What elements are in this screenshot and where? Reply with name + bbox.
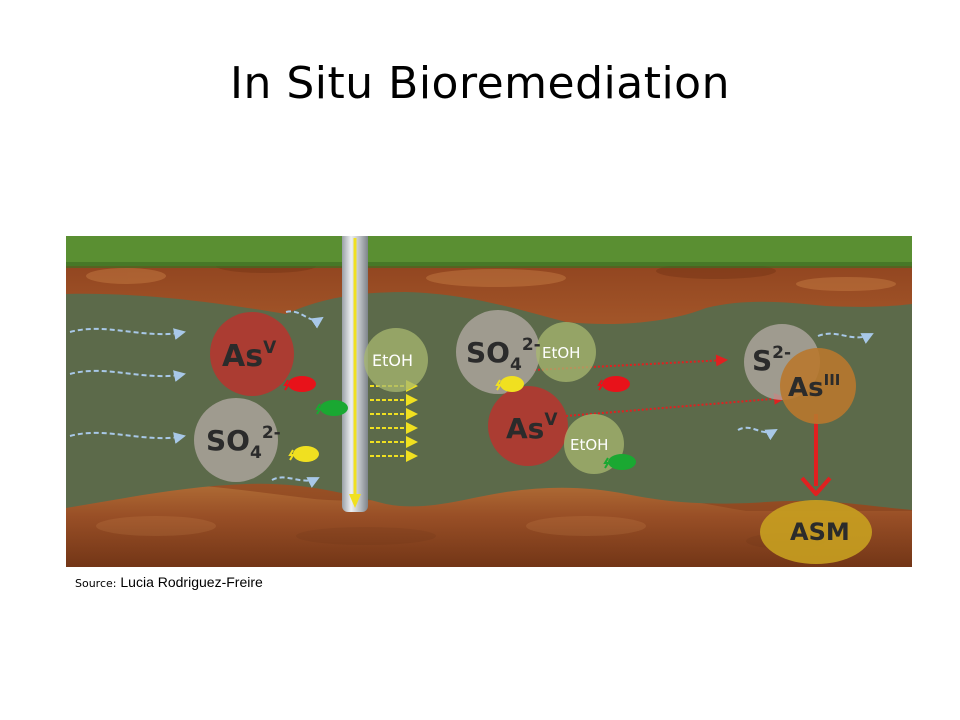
s2-label: S2-: [752, 343, 791, 377]
bacteria-green-2: [603, 454, 636, 470]
etoh-well-label: EtOH: [372, 351, 413, 370]
bacteria-red-2: [597, 376, 630, 392]
slide-title: In Situ Bioremediation: [230, 58, 730, 109]
asv-mid-bubble: [488, 386, 568, 466]
groundwater-flow-arrows: [69, 310, 874, 488]
bacteria-yellow-2: [495, 376, 524, 392]
so4-mid-bubble: [456, 310, 540, 394]
etoh-well-bubble: [364, 328, 428, 392]
bacteria-red-1: [283, 376, 316, 392]
source-prefix: Source:: [75, 577, 117, 590]
asm-bubble: [760, 500, 872, 564]
asv-mid-label: AsV: [506, 410, 558, 445]
etoh-mid-bottom-label: EtOH: [570, 436, 608, 454]
so4-left-bubble: [194, 398, 278, 482]
asiii-bubble: [780, 348, 856, 424]
asiii-label: AsIII: [788, 371, 840, 403]
bioremediation-diagram: AsV SO42- EtOH SO42- EtOH AsV EtOH S2- A…: [66, 236, 912, 567]
precipitation-arrow: [800, 414, 832, 496]
asm-label: ASM: [790, 518, 850, 546]
so4-left-label: SO42-: [206, 423, 281, 463]
etoh-mid-top-bubble: [536, 322, 596, 382]
etoh-mid-bottom-bubble: [564, 414, 624, 474]
so4-mid-label: SO42-: [466, 335, 541, 375]
asv-left-bubble: [210, 312, 294, 396]
bacteria-green-1: [315, 400, 348, 416]
source-credit: Source: Lucia Rodriguez-Freire: [75, 574, 263, 590]
asv-left-label: AsV: [222, 338, 277, 374]
grass-layer: [66, 236, 912, 266]
source-author: Lucia Rodriguez-Freire: [120, 574, 263, 590]
bacteria-yellow-1: [288, 446, 319, 462]
etoh-mid-top-label: EtOH: [542, 344, 580, 362]
injection-well: [342, 236, 368, 512]
